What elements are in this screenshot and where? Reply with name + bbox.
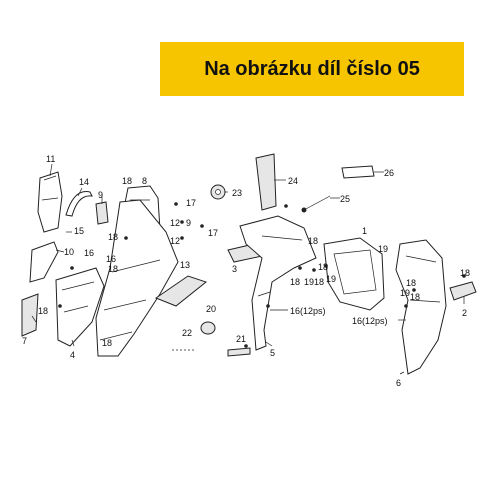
part-24-bracket <box>255 153 277 211</box>
callout-3: 3 <box>232 264 237 274</box>
callout-18-fourth: 18 <box>308 236 318 246</box>
callout-8: 8 <box>142 176 147 186</box>
callout-10: 10 <box>64 247 74 257</box>
callout-13: 13 <box>180 260 190 270</box>
part-25-pin <box>301 195 331 213</box>
callout-18-ninth: 18 <box>410 292 420 302</box>
part-central-front-body <box>95 199 179 357</box>
fasteners <box>58 202 466 348</box>
callout-17: 17 <box>186 198 196 208</box>
callout-20: 20 <box>206 304 216 314</box>
callout-11: 11 <box>46 154 55 164</box>
callout-12-second: 12 <box>170 236 180 246</box>
callout-22: 22 <box>182 328 192 338</box>
callout-18-fifth: 18 <box>290 277 300 287</box>
part-11-lens <box>37 171 63 233</box>
callout-16-12ps: 16(12ps) <box>290 306 326 316</box>
callout-14: 14 <box>79 177 89 187</box>
callout-19: 19 <box>378 244 388 254</box>
callout-6: 6 <box>396 378 401 388</box>
part-23-washer <box>210 184 226 200</box>
part-14-bracket <box>65 190 93 217</box>
callout-18-second: 18 <box>108 232 118 242</box>
callout-9-second: 9 <box>186 218 191 228</box>
callout-15: 15 <box>74 226 84 236</box>
part-6-right-fairing <box>395 239 447 375</box>
callout-12: 12 <box>170 218 180 228</box>
callout-17-second: 17 <box>208 228 218 238</box>
callout-18-twelfth: 18 <box>102 338 112 348</box>
callout-18-seventh: 18 <box>318 262 328 272</box>
banner-text: Na obrázku díl číslo 05 <box>204 57 420 80</box>
callout-24: 24 <box>288 176 298 186</box>
part-number-banner: Na obrázku díl číslo 05 <box>160 42 464 96</box>
callout-4: 4 <box>70 350 75 360</box>
leader-lines <box>31 163 465 375</box>
callout-16-12ps-second: 16(12ps) <box>352 316 388 326</box>
part-7-strip <box>21 293 39 337</box>
part-20-badge <box>200 321 216 335</box>
callout-16-second: 16 <box>106 254 116 264</box>
callout-21: 21 <box>236 334 246 344</box>
part-1-headlight-frame <box>323 237 385 311</box>
callout-18-eighth: 18 <box>406 278 416 288</box>
part-4-lower-cover <box>55 267 105 347</box>
callout-16: 16 <box>84 248 94 258</box>
callout-1: 1 <box>362 226 367 236</box>
callout-9: 9 <box>98 190 103 200</box>
callout-19-third: 19 <box>326 274 336 284</box>
callout-23: 23 <box>232 188 242 198</box>
callout-19-second: 19 <box>304 277 314 287</box>
callout-26: 26 <box>384 168 394 178</box>
callout-18: 18 <box>122 176 132 186</box>
callout-18-eleventh: 18 <box>38 306 48 316</box>
part-21-decal <box>227 347 251 357</box>
callout-5: 5 <box>270 348 275 358</box>
callout-18-tenth: 18 <box>460 268 470 278</box>
part-5-side-cowl <box>239 215 317 351</box>
part-2-bracket <box>449 281 477 301</box>
part-26-emblem <box>341 165 375 179</box>
callout-2: 2 <box>462 308 467 318</box>
part-10-small-fairing <box>29 241 59 283</box>
part-9-clip <box>95 201 109 225</box>
callout-18-sixth: 18 <box>314 277 324 287</box>
part-13-trim <box>154 275 208 307</box>
callout-19-fourth: 19 <box>400 288 410 298</box>
callout-18-third: 18 <box>108 264 118 274</box>
callout-25: 25 <box>340 194 350 204</box>
callout-7: 7 <box>22 336 27 346</box>
